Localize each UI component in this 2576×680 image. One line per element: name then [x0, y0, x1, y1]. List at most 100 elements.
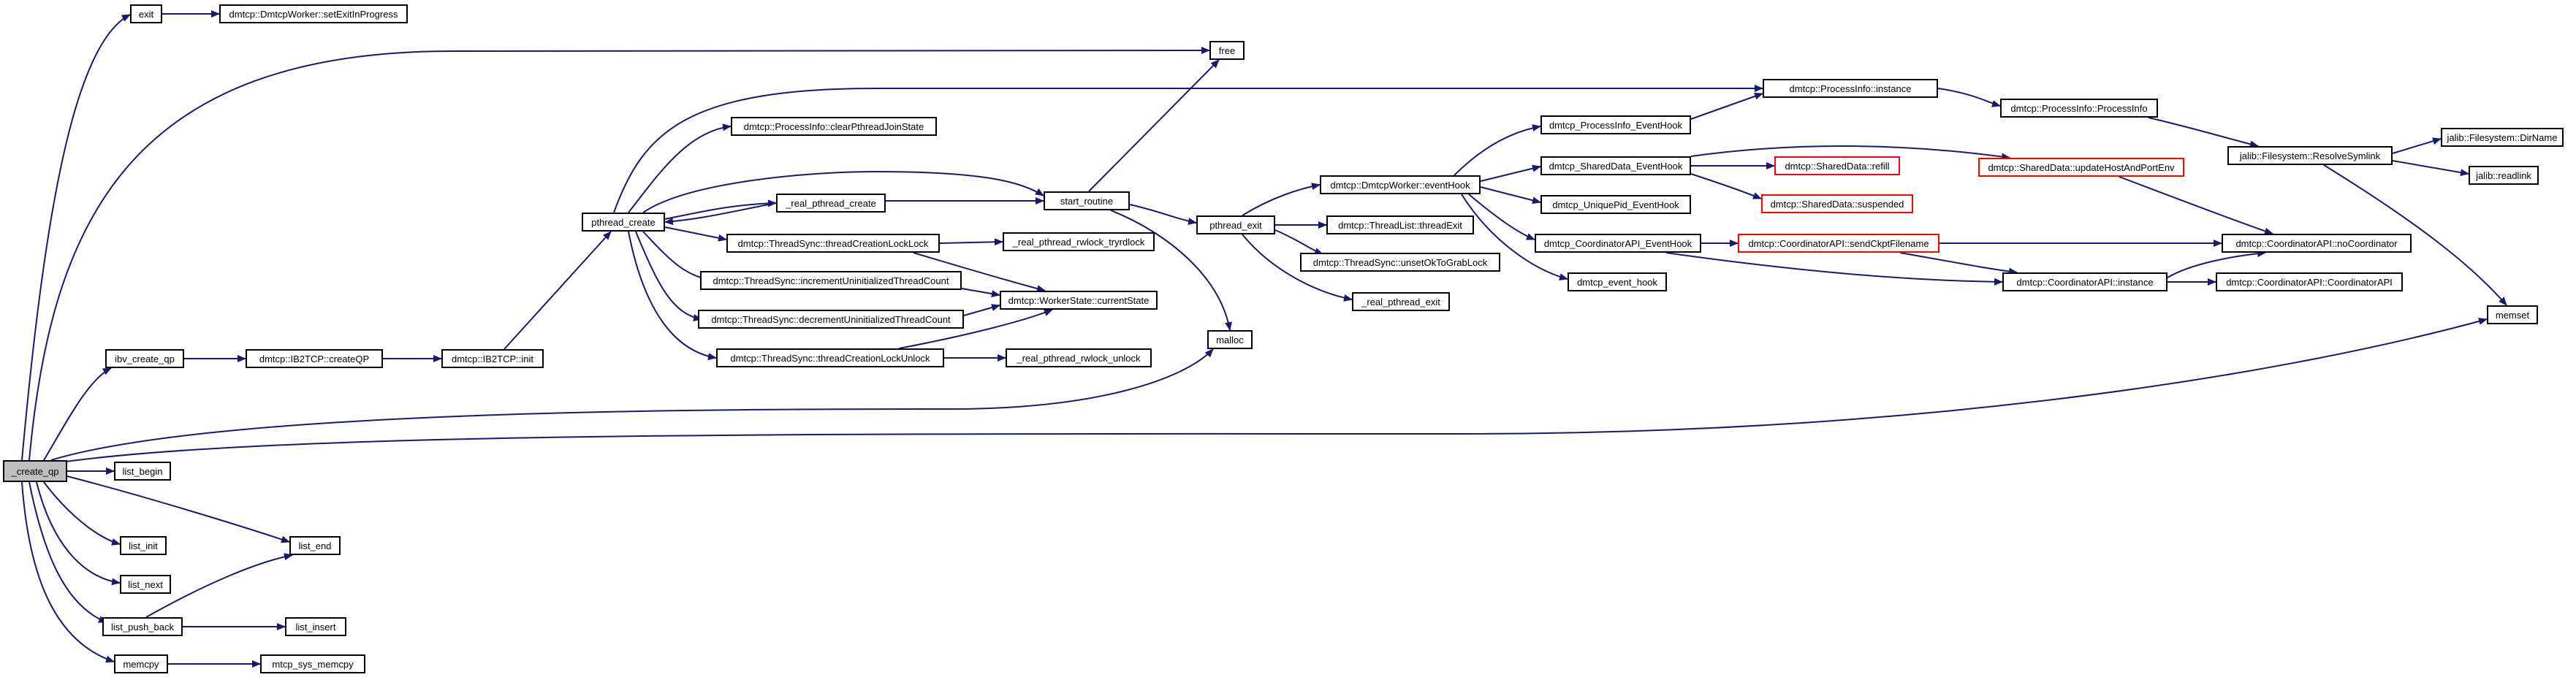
node-ibv-create-qp[interactable]: ibv_create_qp: [105, 349, 184, 368]
edge-pthread_create-to-real_pthread_create: [664, 199, 777, 220]
edge-create_qp-to-list_init: [43, 481, 121, 546]
edge-pthread_create-to-start_routine: [642, 170, 1044, 213]
node-uniquepid-eventhook[interactable]: dmtcp_UniquePid_EventHook: [1540, 195, 1691, 214]
edge-create_qp-to-memset: [65, 318, 2488, 462]
edge-pi_instance-to-pi_ctor: [1937, 88, 2001, 107]
node-mtcp-sys-memcpy[interactable]: mtcp_sys_memcpy: [260, 654, 365, 673]
edge-eventHook-to-event_hook: [1461, 194, 1568, 280]
edge-start_routine-to-malloc: [1110, 210, 1232, 331]
edge-threadCreationLockLock-to-rwlock_tryrdlock: [939, 238, 1003, 246]
edge-resolveSymlink-to-memset: [2323, 164, 2507, 306]
edge-create_qp-to-list_next: [36, 481, 121, 586]
node-pthread-exit[interactable]: pthread_exit: [1196, 215, 1275, 234]
edge-threadCreationLockUnlock-to-currentState: [898, 309, 1053, 349]
edge-create_qp-to-malloc: [50, 348, 1214, 461]
node-unsetoktograblock[interactable]: dmtcp::ThreadSync::unsetOkToGrabLock: [1300, 253, 1500, 272]
node-memcpy[interactable]: memcpy: [114, 654, 168, 673]
node-resolvesymlink[interactable]: jalib::Filesystem::ResolveSymlink: [2227, 146, 2393, 165]
node-setexitinprogress[interactable]: dmtcp::DmtcpWorker::setExitInProgress: [219, 4, 408, 23]
node-readlink[interactable]: jalib::readlink: [2469, 166, 2539, 185]
node-createqp[interactable]: dmtcp::IB2TCP::createQP: [246, 349, 383, 368]
edge-eventHook-to-ca_eventHook: [1468, 194, 1535, 240]
node-threadcreationlocklock[interactable]: dmtcp::ThreadSync::threadCreationLockLoc…: [726, 234, 940, 253]
node-sendckptfilename[interactable]: dmtcp::CoordinatorAPI::sendCkptFilename: [1738, 234, 1939, 253]
node-create-qp[interactable]: _create_qp: [3, 460, 67, 482]
node-free[interactable]: free: [1209, 41, 1245, 60]
node-decuninit[interactable]: dmtcp::ThreadSync::decrementUninitialize…: [698, 310, 964, 329]
node-list-next[interactable]: list_next: [120, 575, 171, 594]
edge-ib2tcp_init-to-pthread_create: [504, 231, 612, 350]
edge-pthread_create-to-threadCreationLockUnlock: [628, 231, 717, 361]
edge-resolveSymlink-to-readlink: [2392, 160, 2469, 177]
edge-start_routine-to-pthread_exit: [1129, 204, 1197, 225]
edge-create_qp-to-list_end: [67, 475, 290, 543]
node-rwlock-tryrdlock[interactable]: _real_pthread_rwlock_tryrdlock: [1003, 232, 1155, 251]
edge-decUninit-to-currentState: [963, 304, 1000, 316]
edge-list_push_back-to-list_end: [145, 553, 293, 618]
edge-pthread_create-to-pi_instance: [613, 85, 1763, 213]
node-ca-eventhook[interactable]: dmtcp_CoordinatorAPI_EventHook: [1535, 234, 1701, 253]
edge-updateHostAndPortEnv-to-noCoordinator: [2119, 176, 2273, 235]
edge-eventHook-to-sd_eventHook: [1480, 164, 1541, 182]
edge-real_pthread_create-to-pthread_create: [664, 202, 777, 226]
edge-pthread_create-to-decUninit: [635, 231, 702, 322]
edge-pi_eventHook-to-pi_instance: [1690, 92, 1763, 120]
node-pi-ctor[interactable]: dmtcp::ProcessInfo::ProcessInfo: [2000, 99, 2158, 118]
node-threadexit[interactable]: dmtcp::ThreadList::threadExit: [1326, 215, 1474, 234]
edge-ca_instance-to-noCoordinator: [2167, 250, 2266, 278]
node-list-init[interactable]: list_init: [120, 536, 167, 555]
edge-create_qp-to-exit: [21, 14, 131, 461]
node-dirname[interactable]: jalib::Filesystem::DirName: [2441, 128, 2564, 147]
edge-start_routine-to-free: [1088, 59, 1220, 192]
node-pthread-create[interactable]: pthread_create: [582, 213, 665, 232]
edge-resolveSymlink-to-dirName: [2392, 137, 2442, 154]
node-list-begin[interactable]: list_begin: [114, 462, 171, 481]
edge-pi_ctor-to-resolveSymlink: [2148, 117, 2259, 148]
edge-pthread_create-to-clearPthreadJoinState: [628, 123, 732, 213]
node-real-pthread-exit[interactable]: _real_pthread_exit: [1352, 292, 1450, 311]
node-ib2tcp-init[interactable]: dmtcp::IB2TCP::init: [441, 349, 544, 368]
node-pi-eventhook[interactable]: dmtcp_ProcessInfo_EventHook: [1540, 115, 1691, 134]
edge-create_qp-to-list_push_back: [29, 481, 107, 623]
node-ca-ctor[interactable]: dmtcp::CoordinatorAPI::CoordinatorAPI: [2216, 272, 2403, 291]
edge-sd_eventHook-to-updateHostAndPortEnv: [1690, 145, 2010, 161]
node-real-pthread-create[interactable]: _real_pthread_create: [776, 194, 886, 213]
node-clearpthreadjoinstate[interactable]: dmtcp::ProcessInfo::clearPthreadJoinStat…: [731, 117, 937, 136]
node-malloc[interactable]: malloc: [1207, 330, 1253, 349]
edge-sendCkptFilename-to-ca_instance: [1899, 252, 2018, 275]
node-eventhook[interactable]: dmtcp::DmtcpWorker::eventHook: [1320, 175, 1481, 194]
node-ca-instance[interactable]: dmtcp::CoordinatorAPI::instance: [2002, 272, 2167, 291]
node-sd-eventhook[interactable]: dmtcp_SharedData_EventHook: [1540, 156, 1691, 175]
edge-create_qp-to-ibv_create_qp: [43, 367, 112, 461]
edge-pthread_create-to-threadCreationLockLock: [664, 226, 727, 242]
node-list-insert[interactable]: list_insert: [285, 617, 346, 636]
edge-eventHook-to-uniquePid_eventHook: [1480, 186, 1541, 205]
node-list-end[interactable]: list_end: [289, 536, 341, 555]
edge-pthread_exit-to-eventHook: [1242, 183, 1321, 216]
node-updatehostandportenv[interactable]: dmtcp::SharedData::updateHostAndPortEnv: [1978, 158, 2184, 177]
node-rwlock-unlock[interactable]: _real_pthread_rwlock_unlock: [1006, 348, 1152, 367]
node-start-routine[interactable]: start_routine: [1044, 191, 1130, 210]
node-incuninit[interactable]: dmtcp::ThreadSync::incrementUninitialize…: [700, 271, 962, 290]
edge-eventHook-to-pi_eventHook: [1454, 124, 1541, 176]
node-event-hook[interactable]: dmtcp_event_hook: [1568, 272, 1667, 291]
node-exit[interactable]: exit: [130, 4, 162, 23]
edge-pthread_exit-to-unsetOkToGrabLock: [1274, 229, 1323, 255]
node-refill[interactable]: dmtcp::SharedData::refill: [1774, 156, 1900, 175]
node-list-push-back[interactable]: list_push_back: [102, 617, 183, 636]
edge-threadCreationLockLock-to-currentState: [913, 252, 1046, 292]
edge-create_qp-to-free: [29, 47, 1210, 461]
edge-create_qp-to-memcpy: [21, 481, 115, 663]
node-suspended[interactable]: dmtcp::SharedData::suspended: [1761, 194, 1913, 213]
edge-sd_eventHook-to-suspended: [1690, 173, 1762, 199]
edge-incUninit-to-currentState: [961, 288, 1000, 298]
node-pi-instance[interactable]: dmtcp::ProcessInfo::instance: [1763, 79, 1938, 98]
edge-ca_eventHook-to-ca_instance: [1665, 252, 2003, 286]
node-currentstate[interactable]: dmtcp::WorkerState::currentState: [1000, 291, 1158, 310]
node-memset[interactable]: memset: [2487, 305, 2538, 324]
node-nocoordinator[interactable]: dmtcp::CoordinatorAPI::noCoordinator: [2222, 234, 2412, 253]
edge-pthread_exit-to-real_pthread_exit: [1242, 234, 1353, 302]
node-threadcreationlockunlock[interactable]: dmtcp::ThreadSync::threadCreationLockUnl…: [716, 348, 944, 367]
